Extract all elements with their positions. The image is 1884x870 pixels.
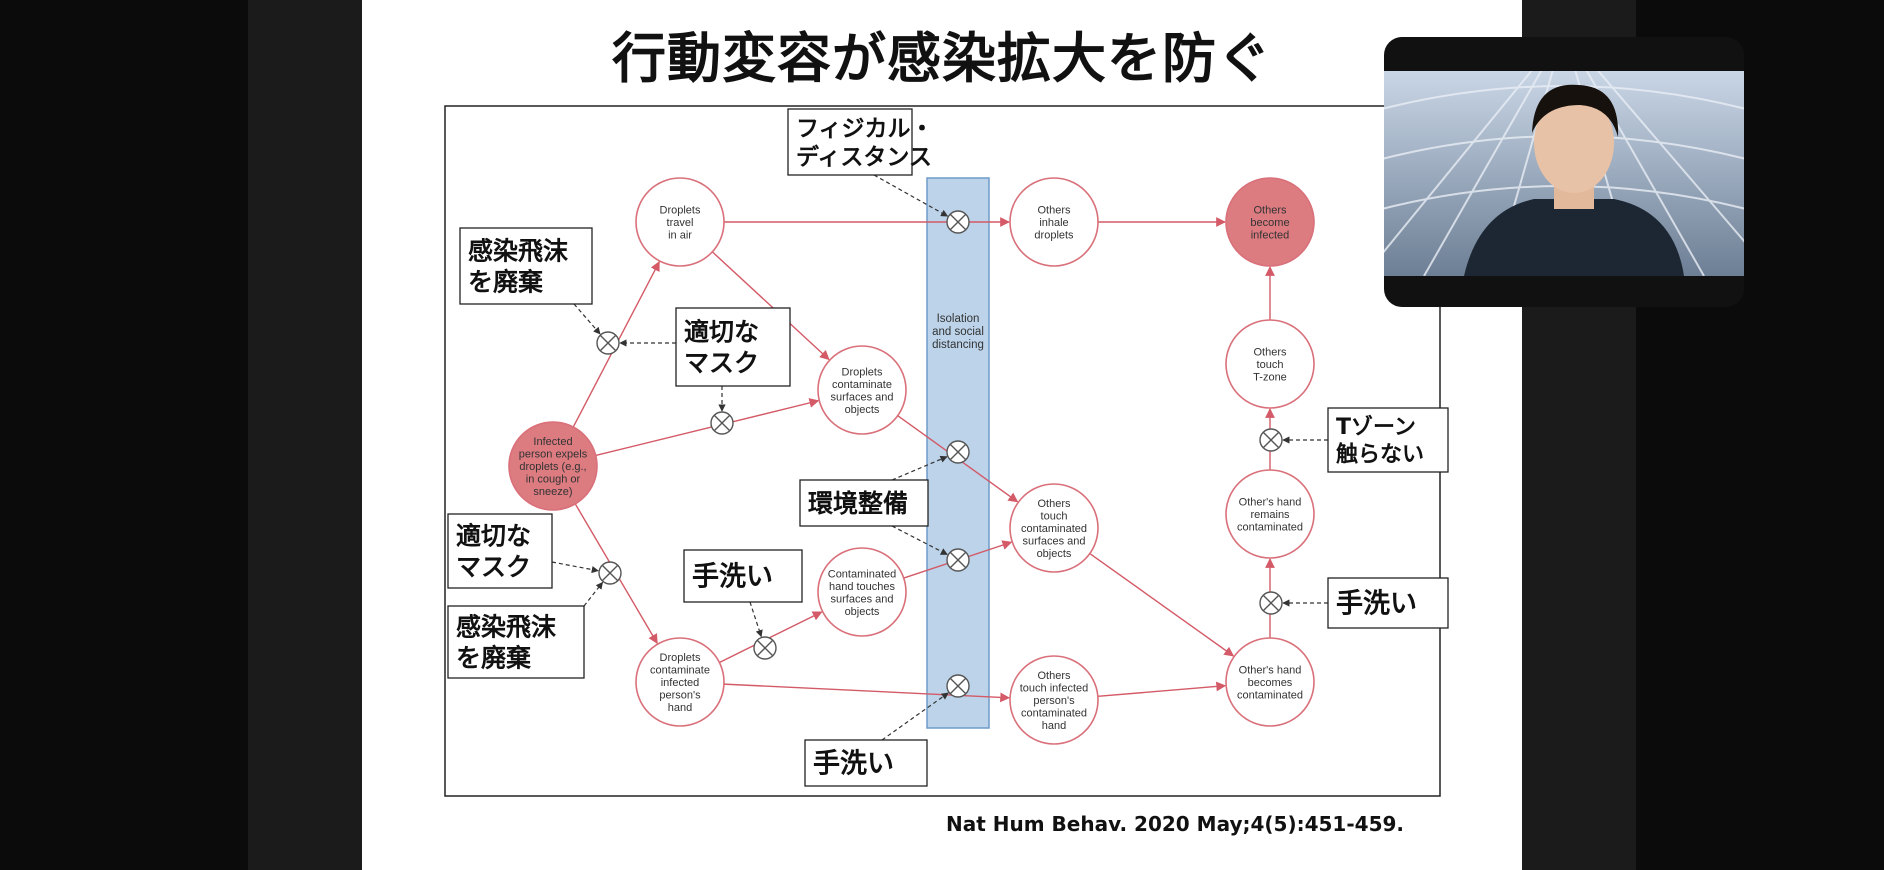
label-box-handwash1: 手洗い <box>683 549 803 603</box>
label-box-dispose1: 感染飛沫を廃棄 <box>459 227 593 305</box>
barrier-b7 <box>753 636 777 660</box>
barrier-b6 <box>946 548 970 572</box>
connector-mask2 <box>551 561 599 574</box>
webcam-feed <box>1384 71 1744 276</box>
label-box-environment: 環境整備 <box>799 479 929 527</box>
barrier-b2 <box>596 331 620 355</box>
barrier-b9 <box>1259 428 1283 452</box>
label-box-physical: フィジカル・ディスタンス <box>787 108 934 176</box>
slide-title: 行動変容が感染拡大を防ぐ <box>612 27 1272 90</box>
edge-touchhand-to-becomes <box>1097 681 1227 698</box>
barrier-b10 <box>1259 591 1283 615</box>
label-box-handwash3: 手洗い <box>1327 577 1449 629</box>
barrier-b5 <box>598 561 622 585</box>
edge-travel-to-surfaces <box>711 251 830 361</box>
svg-text:感染飛沫を廃棄: 感染飛沫を廃棄 <box>468 236 568 296</box>
left-black-margin <box>0 0 248 870</box>
webcam-overlay[interactable] <box>1384 37 1744 307</box>
connector-environment-b <box>891 525 948 556</box>
svg-text:環境整備: 環境整備 <box>808 489 908 518</box>
barrier-b8 <box>946 674 970 698</box>
edge-touchsurf-to-becomes <box>1089 552 1235 657</box>
svg-text:フィジカル・ディスタンス: フィジカル・ディスタンス <box>796 116 934 171</box>
label-box-tzonebox: Tゾーン触らない <box>1327 407 1449 473</box>
svg-text:手洗い: 手洗い <box>692 562 773 593</box>
label-box-dispose2: 感染飛沫を廃棄 <box>447 605 585 679</box>
label-box-mask1: 適切なマスク <box>675 307 791 387</box>
connector-environment-a <box>891 455 948 481</box>
connector-physical <box>873 174 949 217</box>
svg-text:手洗い: 手洗い <box>1336 589 1417 620</box>
citation: Nat Hum Behav. 2020 May;4(5):451-459. <box>946 812 1404 836</box>
label-box-handwash2: 手洗い <box>804 739 928 787</box>
svg-text:適切なマスク: 適切なマスク <box>456 521 531 581</box>
connector-handwash1 <box>749 601 763 638</box>
label-box-mask2: 適切なマスク <box>447 513 553 589</box>
barrier-b1 <box>946 210 970 234</box>
barrier-b3 <box>710 411 734 435</box>
left-dark-panel <box>248 0 362 870</box>
svg-text:適切なマスク: 適切なマスク <box>684 317 759 377</box>
connector-dispose2 <box>583 581 604 607</box>
svg-text:手洗い: 手洗い <box>813 749 894 780</box>
edge-hand-to-handtouch <box>719 611 823 664</box>
edge-infected-to-surfaces <box>595 398 820 457</box>
svg-text:感染飛沫を廃棄: 感染飛沫を廃棄 <box>456 612 556 672</box>
svg-text:Tゾーン触らない: Tゾーン触らない <box>1336 414 1424 468</box>
barrier-b4 <box>946 440 970 464</box>
